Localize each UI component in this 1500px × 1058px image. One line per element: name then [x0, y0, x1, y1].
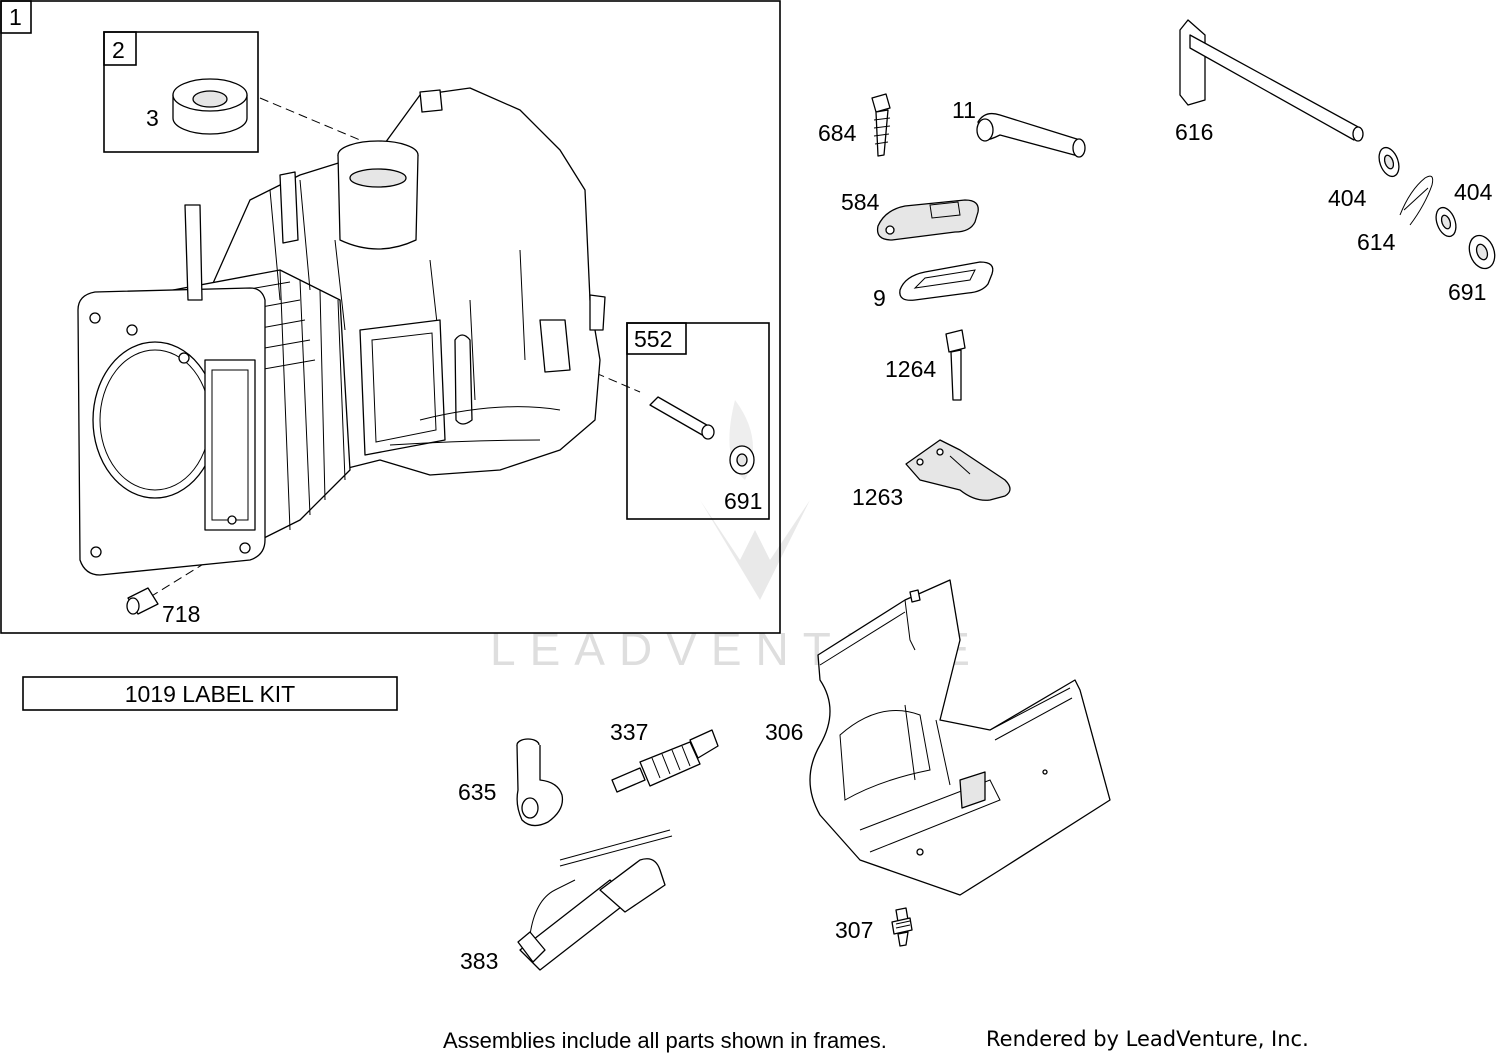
- frame-number-1: 1: [9, 4, 22, 30]
- callout-404-b: 404: [1454, 179, 1493, 205]
- callout-307: 307: [835, 917, 873, 943]
- label-kit-text: 1019 LABEL KIT: [125, 681, 295, 707]
- screw-684-part: [871, 93, 891, 157]
- pin-part: [649, 396, 715, 440]
- frame-number-2: 2: [112, 37, 125, 63]
- engine-block-part: [77, 87, 606, 576]
- leader-line: [149, 559, 211, 598]
- breather-cover-part: [876, 199, 979, 241]
- callout-11: 11: [952, 97, 976, 123]
- screw-307-part: [891, 907, 913, 947]
- frame-main-assembly: 1: [0, 0, 781, 634]
- callout-614: 614: [1357, 229, 1396, 255]
- footer-note: Assemblies include all parts shown in fr…: [443, 1028, 887, 1053]
- leader-line: [569, 361, 641, 393]
- callout-584: 584: [841, 189, 880, 215]
- washer-404-b-part: [1435, 206, 1457, 238]
- ignition-lead-part: [517, 829, 673, 971]
- callout-718: 718: [162, 601, 200, 627]
- breather-tube-part: [976, 112, 1086, 158]
- blower-housing-part: [809, 579, 1111, 896]
- callout-337: 337: [610, 719, 648, 745]
- callout-616: 616: [1175, 119, 1213, 145]
- leader-line: [259, 97, 361, 141]
- frame-pin-kit: 552 691: [626, 322, 770, 520]
- governor-shaft-part: [1179, 19, 1364, 142]
- label-kit-box: 1019 LABEL KIT: [22, 676, 398, 711]
- bolt-1264-part: [945, 329, 966, 401]
- spark-plug-part: [611, 729, 719, 793]
- frame-bearing-kit: 2 3: [103, 31, 259, 153]
- seal-ring-part: [172, 78, 248, 135]
- hitch-pin-part: [1399, 175, 1434, 226]
- footer-rendered-by: Rendered by LeadVenture, Inc.: [986, 1027, 1309, 1051]
- spark-plug-boot-part: [516, 738, 564, 827]
- washer-404-a-part: [1378, 146, 1400, 178]
- washer-691-kit-part: [729, 445, 755, 475]
- callout-306: 306: [765, 719, 803, 745]
- callout-9: 9: [873, 285, 886, 311]
- callout-635: 635: [458, 779, 496, 805]
- callout-684: 684: [818, 120, 857, 146]
- breather-gasket-part: [899, 261, 994, 301]
- callout-691-shaft: 691: [1448, 279, 1486, 305]
- callout-3: 3: [146, 105, 159, 131]
- callout-691-kit: 691: [724, 488, 762, 514]
- callout-404-a: 404: [1328, 185, 1367, 211]
- callout-1264: 1264: [885, 356, 936, 382]
- dowel-pin-718-part: [126, 587, 159, 615]
- callout-383: 383: [460, 948, 498, 974]
- frame-number-552: 552: [634, 326, 672, 352]
- washer-691-shaft-part: [1468, 234, 1496, 270]
- callout-1263: 1263: [852, 484, 903, 510]
- deflector-1263-part: [905, 439, 1011, 501]
